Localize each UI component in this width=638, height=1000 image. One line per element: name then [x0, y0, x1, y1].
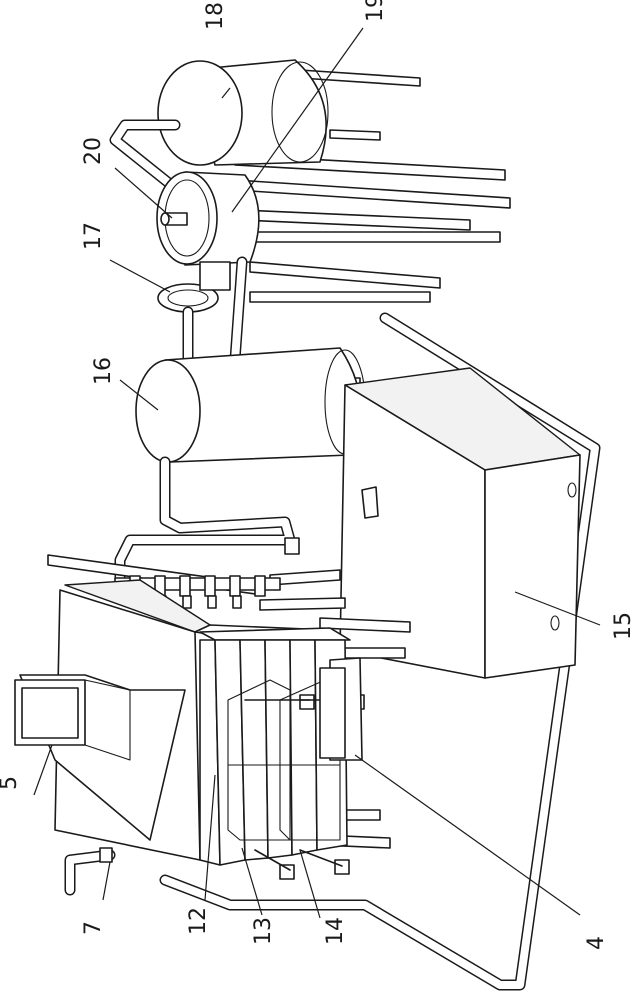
label-16: 16 — [91, 357, 116, 385]
label-4: 4 — [584, 936, 609, 950]
pipe-7 — [64, 847, 116, 896]
manifold — [47, 554, 281, 609]
connector-pipe-18-19 — [109, 119, 181, 194]
label-17: 17 — [81, 222, 106, 250]
tank-18 — [157, 59, 329, 166]
pipe-16-manifold — [114, 456, 300, 586]
base-4 — [319, 657, 363, 761]
pump-17 — [157, 261, 231, 313]
label-15: 15 — [611, 612, 636, 640]
hopper-5 — [14, 674, 186, 841]
label-5: 5 — [0, 776, 22, 790]
leader-lines — [33, 27, 601, 919]
label-12: 12 — [186, 907, 211, 935]
tank-19 — [156, 171, 260, 266]
frames-13-14 — [227, 679, 365, 880]
label-7: 7 — [81, 921, 106, 935]
reference-numerals: 5 7 12 13 14 4 15 16 17 20 18 19 — [0, 0, 636, 950]
label-20: 20 — [81, 137, 106, 165]
label-14: 14 — [323, 917, 348, 945]
tank-16 — [135, 347, 366, 463]
return-pipe — [159, 312, 601, 991]
box-15 — [339, 367, 581, 679]
support-rails-bottom — [259, 569, 411, 849]
label-19: 19 — [363, 0, 388, 22]
label-18: 18 — [203, 2, 228, 30]
label-13: 13 — [251, 917, 276, 945]
